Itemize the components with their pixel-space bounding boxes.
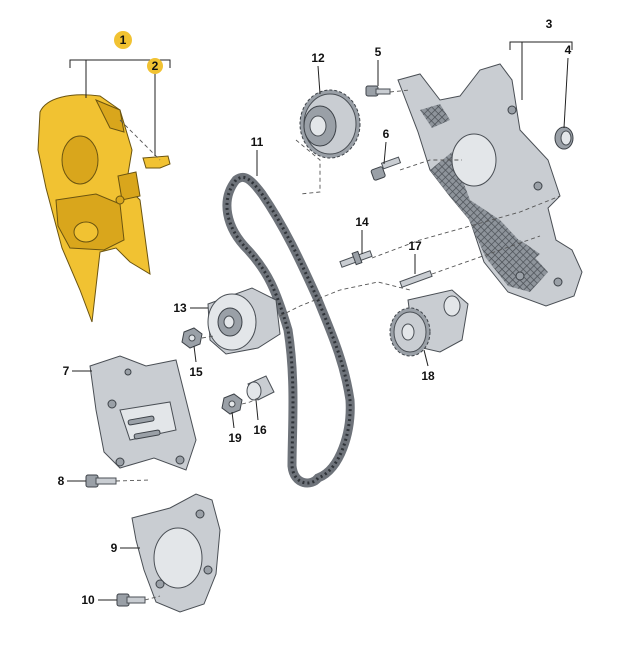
callout-1: 1	[120, 33, 127, 47]
cover-clip-part	[142, 155, 171, 169]
callout-labels: 1 2 3 4 5 6 7 8 9 10 11 12 13 14 15 16 1…	[58, 17, 572, 607]
callout-14: 14	[355, 215, 369, 229]
callout-19: 19	[228, 431, 242, 445]
callout-10: 10	[81, 593, 95, 607]
callout-2: 2	[152, 59, 159, 73]
upper-timing-cover-part	[37, 94, 151, 323]
spacer-sleeve-part	[246, 375, 275, 401]
leader-lines	[67, 41, 573, 601]
tensioner-roller-part	[207, 287, 281, 355]
callout-5: 5	[375, 45, 382, 59]
timing-belt-part	[222, 172, 355, 488]
lower-cover-part	[89, 355, 197, 471]
alignment-lines	[115, 89, 561, 601]
callout-15: 15	[189, 365, 203, 379]
callout-12: 12	[311, 51, 325, 65]
seal-ring-part	[554, 126, 574, 150]
callout-11: 11	[251, 135, 264, 149]
callout-8: 8	[58, 474, 65, 488]
nut-19-part	[221, 393, 243, 415]
callout-7: 7	[63, 364, 70, 378]
callout-9: 9	[111, 541, 118, 555]
bolt-8-part	[85, 474, 117, 488]
callout-6: 6	[383, 127, 390, 141]
nut-15-part	[181, 327, 203, 349]
callout-16: 16	[253, 423, 267, 437]
camshaft-sprocket-part	[299, 89, 361, 159]
stud-14-part	[339, 250, 373, 268]
bolt-6-part	[370, 156, 402, 181]
bolt-10-part	[116, 593, 146, 607]
callout-18: 18	[421, 369, 435, 383]
callout-3: 3	[546, 17, 553, 31]
water-pump-part	[389, 289, 469, 357]
rear-timing-cover-part	[397, 63, 583, 307]
bolt-5-part	[365, 85, 391, 97]
callout-2-badge	[147, 58, 163, 74]
callout-1-badge	[114, 31, 132, 49]
callout-13: 13	[173, 301, 187, 315]
callout-17: 17	[408, 239, 422, 253]
stud-17-part	[399, 270, 433, 288]
crank-cover-plate-part	[131, 493, 221, 613]
callout-4: 4	[565, 43, 572, 57]
